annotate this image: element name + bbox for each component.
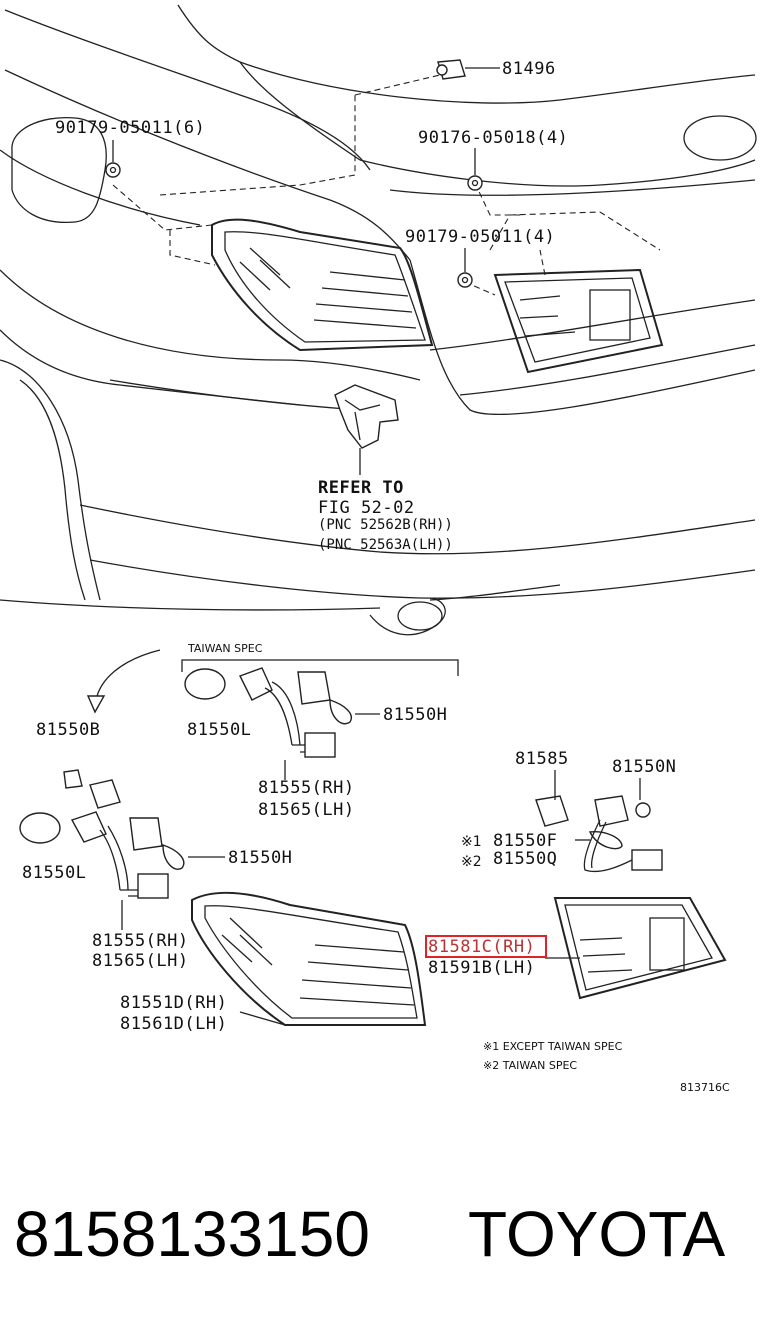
diagram-id: 813716C [680,1081,730,1094]
mark-1: ※1 [461,834,482,850]
label-81496: 81496 [502,59,556,79]
label-81550Q: 81550Q [493,849,557,869]
nut-90176 [467,148,483,191]
mark-2: ※2 [461,854,482,870]
label-81555-left: 81555(RH) [92,931,189,951]
label-90176: 90176-05018(4) [418,128,568,148]
label-81550L-left: 81550L [22,863,86,883]
part-labels: 81496 90179-05011(6) 90176-05018(4) 9017… [22,59,730,1094]
car-body-outline [0,4,757,636]
label-81550B: 81550B [36,720,100,740]
refer-line-1: REFER TO [318,478,404,498]
label-taiwan-spec: TAIWAN SPEC [187,642,263,655]
label-90179-a: 90179-05011(6) [55,118,205,138]
highlight-box [425,935,547,958]
footer: 8158133150 TOYOTA [14,1198,726,1270]
tail-lamp-81551D [191,891,427,1026]
label-90179-b: 90179-05011(4) [405,227,555,247]
refer-line-2: FIG 52-02 [318,498,415,518]
label-81585: 81585 [515,749,569,769]
note-taiwan: ※2 TAIWAN SPEC [483,1059,577,1072]
refer-line-4: (PNC 52563A(LH)) [318,537,453,553]
label-81550N: 81550N [612,757,676,777]
part-number: 8158133150 [14,1198,370,1270]
refer-line-3: (PNC 52562B(RH)) [318,517,453,533]
brand-name: TOYOTA [468,1198,726,1270]
label-81581C-highlighted: 81581C(RH) [428,937,535,957]
nut-90179-a [105,140,121,178]
bracket-refer-fig [334,384,399,475]
label-81565-top: 81565(LH) [258,800,355,820]
label-81591B: 81591B(LH) [428,958,535,978]
label-81565-left: 81565(LH) [92,951,189,971]
label-81550F: 81550F [493,831,557,851]
assembly-dashed-lines [112,74,661,296]
label-81550L-top: 81550L [187,720,251,740]
nut-90179-b [457,248,473,288]
note-except-taiwan: ※1 EXCEPT TAIWAN SPEC [483,1040,623,1053]
clip-81496 [436,59,500,80]
trunk-lamp-body-mounted [493,268,664,374]
trunk-lamp-81581C [545,897,727,1000]
socket-wire-81585 [535,770,663,873]
socket-wire-81555-taiwan [184,667,380,780]
label-81550H-top: 81550H [383,705,447,725]
label-81550H-left: 81550H [228,848,292,868]
label-81561D: 81561D(LH) [120,1014,227,1034]
label-81551D: 81551D(RH) [120,993,227,1013]
socket-wire-81555-left [19,769,225,930]
taiwan-spec-bracket [86,649,459,714]
label-81555-top: 81555(RH) [258,778,355,798]
tail-lamp-body-mounted [211,218,434,352]
